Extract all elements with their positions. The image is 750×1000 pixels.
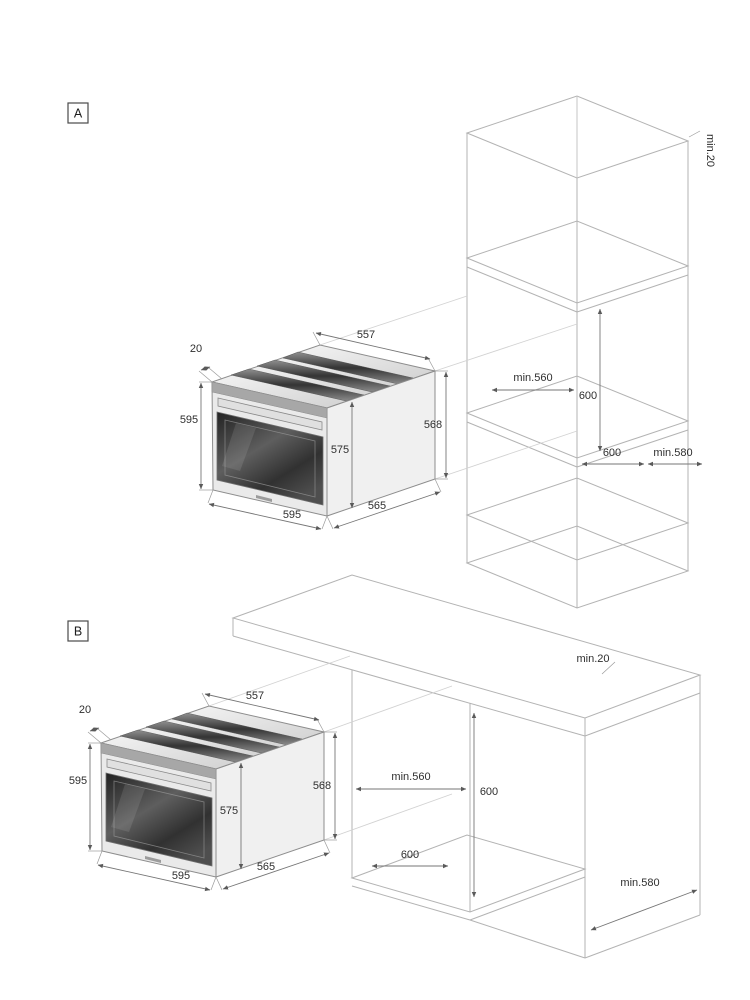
dim-a-body-height: 575 bbox=[331, 444, 349, 456]
section-a: A bbox=[67, 95, 716, 609]
dim-a-niche-height: 600 bbox=[579, 390, 597, 402]
dim-a-width: 595 bbox=[283, 509, 301, 521]
brand-mark bbox=[256, 495, 272, 502]
dim-a-top-clearance: min.20 bbox=[704, 134, 716, 167]
oven-door-glass bbox=[105, 772, 213, 867]
dim-b-top-width: 557 bbox=[246, 690, 264, 702]
niche-a-dimensions: min.560 600 600 min.580 min.20 bbox=[491, 130, 716, 467]
section-a-label: A bbox=[74, 107, 83, 121]
dim-b-top-clearance: min.20 bbox=[576, 653, 609, 665]
dim-b-width: 595 bbox=[172, 870, 190, 882]
dim-b-niche-height: 600 bbox=[480, 786, 498, 798]
dim-a-depth: 565 bbox=[368, 500, 386, 512]
section-b-label-box bbox=[67, 620, 89, 642]
control-panel bbox=[211, 381, 328, 419]
dim-b-frame-lip: 20 bbox=[79, 704, 91, 716]
dim-a-top-width: 557 bbox=[357, 329, 375, 341]
dim-a-rear-height: 568 bbox=[424, 419, 442, 431]
oven-door-glass bbox=[216, 411, 324, 506]
oven-a: 557 20 595 575 568 595 bbox=[180, 329, 449, 531]
oven-a-dimensions: 557 20 595 575 568 595 bbox=[180, 329, 449, 531]
dim-b-height: 595 bbox=[69, 775, 87, 787]
oven-handle bbox=[217, 397, 323, 431]
dim-a-frame-lip: 20 bbox=[190, 343, 202, 355]
tall-cabinet bbox=[465, 95, 690, 609]
dim-a-niche-min-depth: min.580 bbox=[653, 447, 692, 459]
control-panel bbox=[100, 742, 217, 780]
niche-b-dimensions: min.560 600 600 min.20 min.580 bbox=[355, 653, 698, 931]
oven-b-dimensions: 557 20 595 575 568 595 bbox=[69, 690, 338, 892]
section-b: B bbox=[67, 574, 702, 959]
dim-a-niche-width: min.560 bbox=[513, 372, 552, 384]
dim-b-depth: 565 bbox=[257, 861, 275, 873]
dim-a-height: 595 bbox=[180, 414, 198, 426]
base-cabinet bbox=[231, 574, 702, 959]
section-b-label: B bbox=[74, 625, 82, 639]
dim-b-niche-width: min.560 bbox=[391, 771, 430, 783]
dim-b-niche-floor-depth: 600 bbox=[401, 849, 419, 861]
vent-slot bbox=[282, 351, 414, 385]
section-a-label-box bbox=[67, 102, 89, 124]
dim-b-rear-height: 568 bbox=[313, 780, 331, 792]
oven-handle bbox=[106, 758, 212, 792]
vent-slot bbox=[171, 712, 303, 746]
brand-mark bbox=[145, 856, 161, 863]
dim-b-niche-min-depth: min.580 bbox=[620, 877, 659, 889]
dim-b-body-height: 575 bbox=[220, 805, 238, 817]
dim-a-niche-floor-depth: 600 bbox=[603, 447, 621, 459]
oven-b: 557 20 595 575 568 595 bbox=[69, 690, 338, 892]
